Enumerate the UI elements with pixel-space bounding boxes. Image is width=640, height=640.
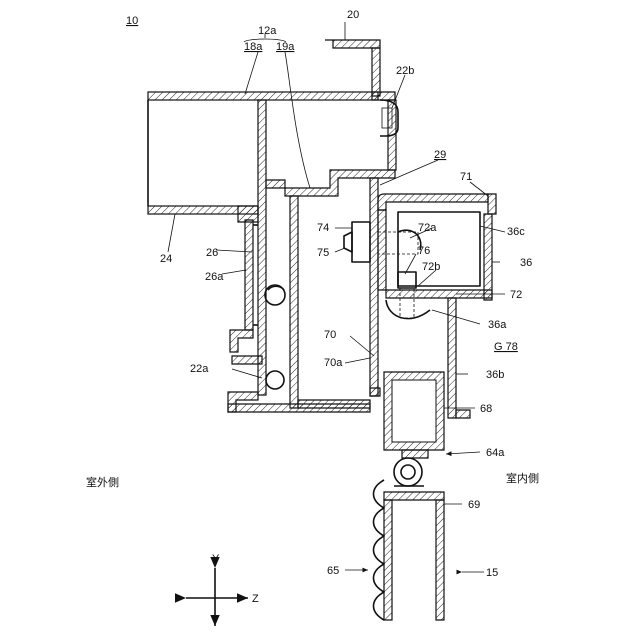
fastener-bolts [344,222,430,319]
label-72a: 72a [418,222,437,234]
label-19a: 19a [276,41,295,53]
label-22b: 22b [396,65,414,77]
label-24: 24 [160,253,172,265]
label-20: 20 [347,9,359,21]
label-18a: 18a [244,41,263,53]
label-64a: 64a [486,447,505,459]
inner-chamber-29 [298,178,380,408]
label-29: 29 [434,149,446,161]
label-69: 69 [468,499,480,511]
label-15: 15 [486,567,498,579]
label-36: 36 [520,257,532,269]
label-fig-ref: 10 [126,15,138,27]
label-g78: G 78 [494,341,518,353]
label-70: 70 [324,329,336,341]
label-76: 76 [418,245,430,257]
label-72: 72 [510,289,522,301]
label-22a: 22a [190,363,209,375]
label-71: 71 [460,171,472,183]
glazing-holder-26a [228,220,370,412]
label-36c: 36c [507,226,525,238]
panel-15 [374,480,445,620]
label-70a: 70a [324,357,343,369]
label-axis-y: Y [212,553,220,565]
label-26a: 26a [205,271,224,283]
label-68: 68 [480,403,492,415]
label-74: 74 [317,222,329,234]
label-26: 26 [206,247,218,259]
label-axis-z: Z [252,593,259,605]
label-36a: 36a [488,319,507,331]
top-right-flange-20 [325,40,398,170]
label-36b: 36b [486,369,504,381]
label-outdoor-side: 室外側 [86,475,119,489]
axis-indicator [186,568,248,626]
label-indoor-side: 室内側 [506,471,539,485]
hollow-member-68 [384,372,444,486]
label-75: 75 [317,247,329,259]
label-65: 65 [327,565,339,577]
label-72b: 72b [422,261,440,273]
label-12a: 12a [258,25,277,37]
